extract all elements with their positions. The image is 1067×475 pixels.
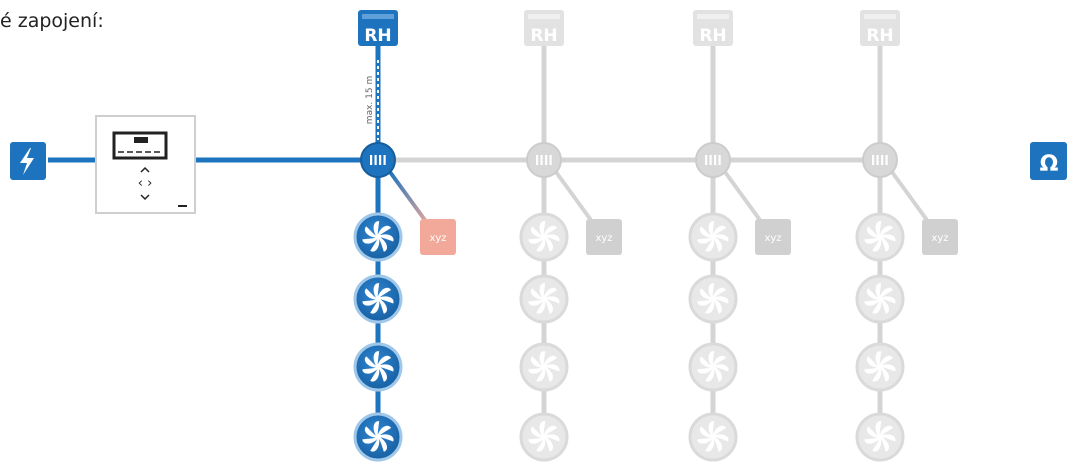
hygrostat-rh-icon: RH <box>860 10 900 46</box>
fan-icon <box>688 212 738 262</box>
fan-icon <box>519 274 569 324</box>
fan-icon <box>353 212 403 262</box>
power-icon <box>10 142 46 180</box>
fan-icon <box>855 412 905 462</box>
sensor-icon: xyz <box>922 219 958 255</box>
cable-length-label: max. 15 m <box>365 76 375 124</box>
junction-box-icon <box>695 142 731 178</box>
fan-icon <box>688 412 738 462</box>
fan-icon <box>688 342 738 392</box>
fan-icon <box>353 274 403 324</box>
branch-3: RH xyz <box>688 10 791 462</box>
sensor-cable <box>554 170 598 229</box>
svg-text:Ω: Ω <box>1040 152 1059 177</box>
sensor-cable <box>388 170 432 229</box>
fan-icon <box>855 342 905 392</box>
sensor-cable <box>890 170 934 229</box>
sensor-icon: xyz <box>420 219 456 255</box>
sensor-label: xyz <box>429 233 446 244</box>
rh-label: RH <box>364 26 391 46</box>
diagram-heading: é zapojení: <box>0 10 104 32</box>
rh-label: RH <box>866 26 893 46</box>
fan-icon <box>519 342 569 392</box>
fan-icon <box>688 274 738 324</box>
fan-icon <box>353 412 403 462</box>
sensor-icon: xyz <box>755 219 791 255</box>
sensor-cable <box>723 170 767 229</box>
branch-2: RH xyz <box>519 10 622 462</box>
fan-icon <box>353 342 403 392</box>
controller-arrows: ‹ › <box>138 176 153 191</box>
junction-box-icon <box>526 142 562 178</box>
controller-icon: ‹ › <box>95 115 196 214</box>
junction-box-icon <box>862 142 898 178</box>
hygrostat-rh-icon: RH <box>358 10 398 46</box>
rh-label: RH <box>530 26 557 46</box>
fan-icon <box>519 212 569 262</box>
junction-box-icon <box>360 142 396 178</box>
hygrostat-rh-icon: RH <box>524 10 564 46</box>
fan-icon <box>519 412 569 462</box>
branch-4: RH xyz <box>855 10 958 462</box>
terminator-omega-icon: Ω <box>1030 142 1067 180</box>
sensor-label: xyz <box>931 233 948 244</box>
sensor-icon: xyz <box>586 219 622 255</box>
sensor-label: xyz <box>764 233 781 244</box>
branch-1: RH max. 15 m xyz <box>353 10 456 462</box>
fan-icon <box>855 274 905 324</box>
rh-label: RH <box>699 26 726 46</box>
hygrostat-rh-icon: RH <box>693 10 733 46</box>
fan-icon <box>855 212 905 262</box>
sensor-label: xyz <box>595 233 612 244</box>
